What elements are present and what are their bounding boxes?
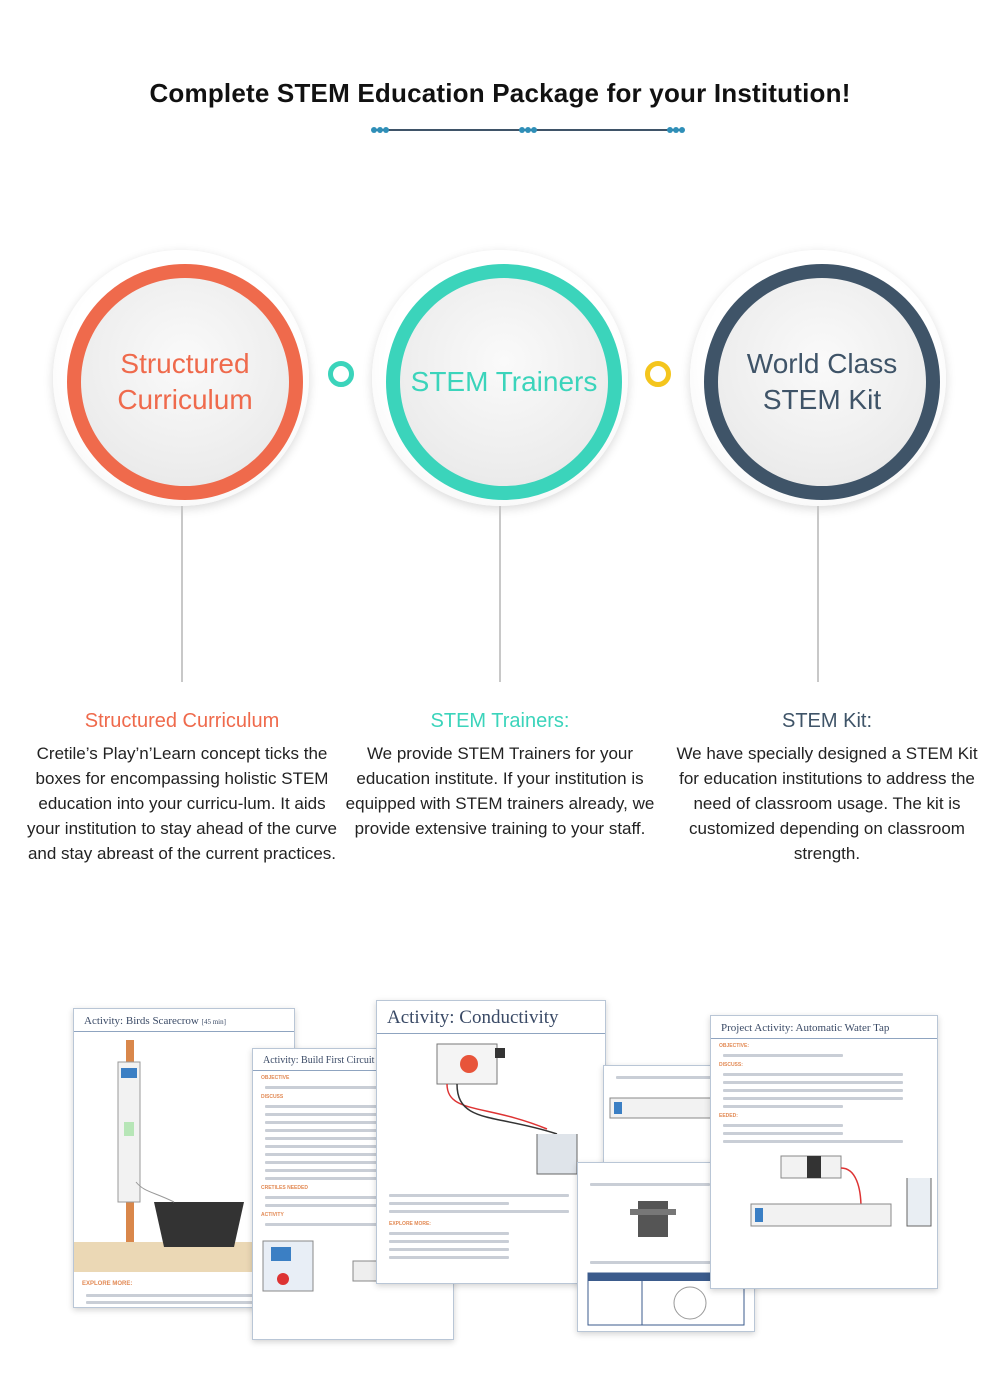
- column-heading: STEM Kit:: [781, 710, 872, 732]
- column-structured-curriculum: Structured Curriculum Cretile’s Play’n’L…: [27, 710, 337, 866]
- explore-more-label: EXPLORE MORE:: [389, 1221, 431, 1227]
- circle-label-line2: Curriculum: [117, 384, 253, 415]
- worksheet-duration: [45 min]: [201, 1018, 226, 1026]
- vertical-line-1: [181, 506, 183, 682]
- ring-teal: STEM Trainers: [386, 264, 622, 500]
- objective-label: OBJECTIVE:: [719, 1043, 750, 1049]
- worksheet-title: Activity: Build First Circuit: [253, 1049, 453, 1071]
- circle-stem-trainers: STEM Trainers: [372, 250, 628, 506]
- vertical-line-3: [817, 506, 819, 682]
- worksheet-title: Project Activity: Automatic Water Tap: [711, 1016, 937, 1039]
- column-heading: Structured Curriculum: [84, 710, 280, 732]
- worksheet-conductivity: Activity: Conductivity EXPLORE MORE:: [376, 1000, 606, 1284]
- circle-label-line1: World Class: [746, 348, 898, 379]
- title-divider: [371, 127, 685, 133]
- column-text: We have specially designed a STEM Kit fo…: [676, 744, 978, 863]
- needed-label: EEDED:: [719, 1113, 738, 1119]
- water-tap-illustration: [750, 1155, 932, 1227]
- column-stem-trainers: STEM Trainers: We provide STEM Trainers …: [345, 710, 655, 841]
- conductivity-illustration: [436, 1043, 578, 1175]
- vertical-line-2: [499, 506, 501, 682]
- page-title: Complete STEM Education Package for your…: [149, 78, 851, 108]
- objective-label: OBJECTIVE: [261, 1075, 290, 1081]
- connector-dot-teal: [328, 361, 354, 387]
- worksheet-title: Activity: Conductivity: [377, 1001, 605, 1034]
- column-text: We provide STEM Trainers for your educat…: [345, 744, 655, 838]
- discuss-label: DISCUSS:: [719, 1062, 743, 1068]
- connector-dot-yellow: [645, 361, 671, 387]
- cretiles-needed-label: CRETILES NEEDED: [261, 1185, 308, 1191]
- servo-illustration: [630, 1201, 676, 1237]
- worksheet-automatic-water-tap: Project Activity: Automatic Water Tap OB…: [710, 1015, 938, 1289]
- worksheet-title: Activity: Birds Scarecrow: [84, 1015, 199, 1027]
- explore-more-label: EXPLORE MORE:: [82, 1281, 133, 1287]
- column-heading: STEM Trainers:: [430, 710, 570, 732]
- activity-label: ACTIVITY: [261, 1212, 284, 1218]
- column-text: Cretile’s Play’n’Learn concept ticks the…: [27, 744, 337, 863]
- circle-label-line1: Structured: [120, 348, 250, 379]
- angle-table-illustration: [587, 1272, 745, 1326]
- discuss-label: DISCUSS: [261, 1094, 284, 1100]
- circle-label-line1: STEM Trainers: [410, 366, 598, 397]
- circle-label-line2: STEM Kit: [762, 384, 882, 415]
- column-stem-kit: STEM Kit: We have specially designed a S…: [672, 710, 982, 866]
